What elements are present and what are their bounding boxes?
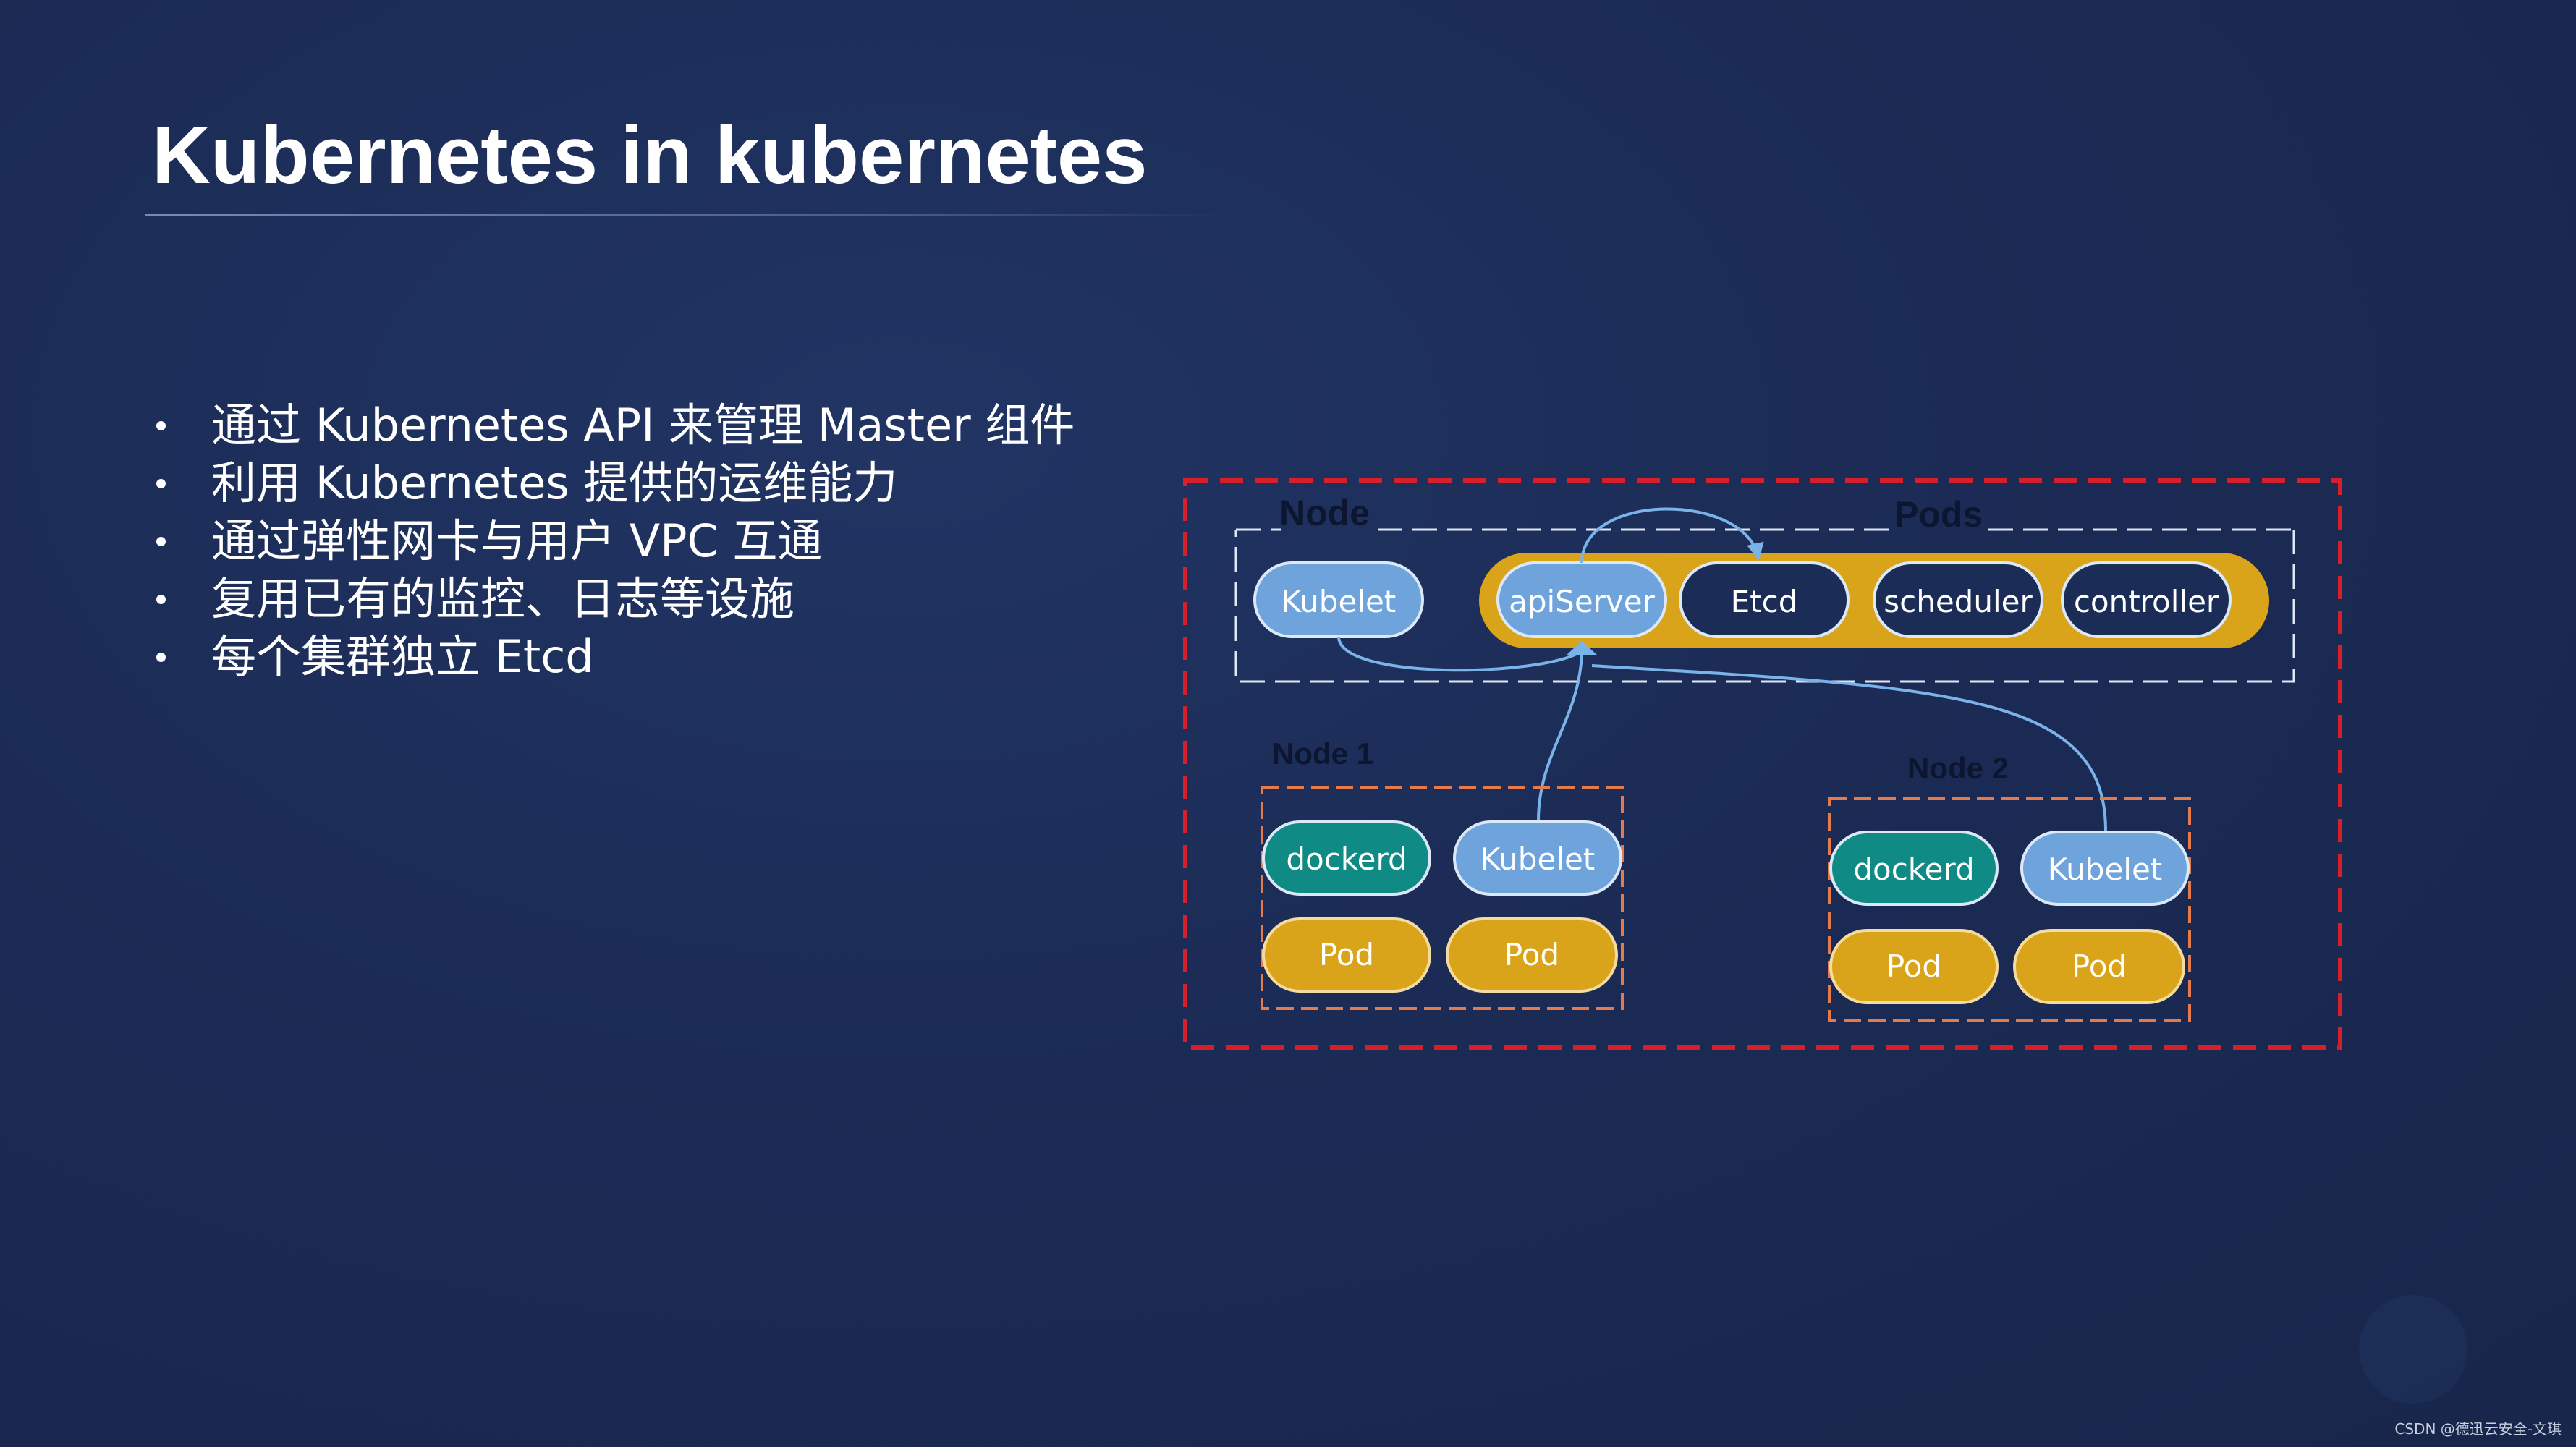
node2-kubelet-to-apiserver-line [1591, 664, 2107, 831]
etcd-pill [1679, 561, 1850, 638]
bullet-item: 利用 Kubernetes 提供的运维能力 [152, 454, 1075, 512]
node1-dockerd-pill [1262, 820, 1431, 896]
bullet-list: 通过 Kubernetes API 来管理 Master 组件 利用 Kuber… [152, 396, 1075, 686]
top-kubelet-to-apiserver-line [1337, 636, 1583, 672]
node2-pod-pill [2013, 929, 2185, 1004]
node2-pod-pill [1829, 929, 1999, 1004]
node1-pod-label: Pod [1504, 937, 1559, 972]
node2-kubelet-pill [2020, 831, 2190, 906]
top-node-label: Node [1279, 493, 1370, 533]
node2-frame [1828, 797, 2191, 1022]
node2-dockerd-pill [1829, 831, 1999, 906]
node1-frame [1261, 786, 1624, 1010]
watermark: CSDN @德迅云安全-文琪 [2394, 1420, 2562, 1438]
node1-kubelet-to-apiserver-line [1537, 648, 1583, 821]
cluster-outer-frame [1183, 478, 2342, 1050]
node1-pod-pill [1262, 917, 1431, 993]
apiserver-connector-arrowhead [1566, 641, 1598, 655]
pods-label: Pods [1894, 494, 1983, 535]
bullet-item: 复用已有的监控、日志等设施 [152, 570, 1075, 628]
node2-pod-label: Pod [1886, 949, 1941, 984]
node2-label: Node 2 [1907, 751, 2009, 785]
node1-dockerd-label: dockerd [1286, 841, 1407, 877]
node1-kubelet-pill [1453, 820, 1622, 896]
node2-kubelet-label: Kubelet [2048, 852, 2163, 887]
etcd-label: Etcd [1731, 584, 1798, 619]
apiserver-to-etcd-arrow [1580, 507, 1764, 564]
node1-kubelet-label: Kubelet [1480, 841, 1596, 877]
bullet-item: 通过 Kubernetes API 来管理 Master 组件 [152, 396, 1075, 454]
control-plane-frame [1234, 528, 2295, 683]
scheduler-label: scheduler [1884, 584, 2033, 619]
decorative-shape [2359, 1295, 2467, 1404]
node2-pod-label: Pod [2072, 949, 2127, 984]
top-kubelet-label: Kubelet [1281, 584, 1397, 619]
bullet-item: 每个集群独立 Etcd [152, 628, 1075, 686]
node1-pod-pill [1446, 917, 1618, 993]
node2-dockerd-label: dockerd [1853, 852, 1974, 887]
scheduler-pill [1873, 561, 2043, 638]
slide-title: Kubernetes in kubernetes [152, 110, 1148, 200]
node1-label: Node 1 [1272, 737, 1373, 771]
title-divider [145, 214, 1230, 216]
controller-label: controller [2074, 584, 2219, 619]
controller-pill [2061, 561, 2232, 638]
apiserver-label: apiServer [1509, 584, 1656, 619]
node1-pod-label: Pod [1319, 937, 1374, 972]
bullet-item: 通过弹性网卡与用户 VPC 互通 [152, 512, 1075, 570]
